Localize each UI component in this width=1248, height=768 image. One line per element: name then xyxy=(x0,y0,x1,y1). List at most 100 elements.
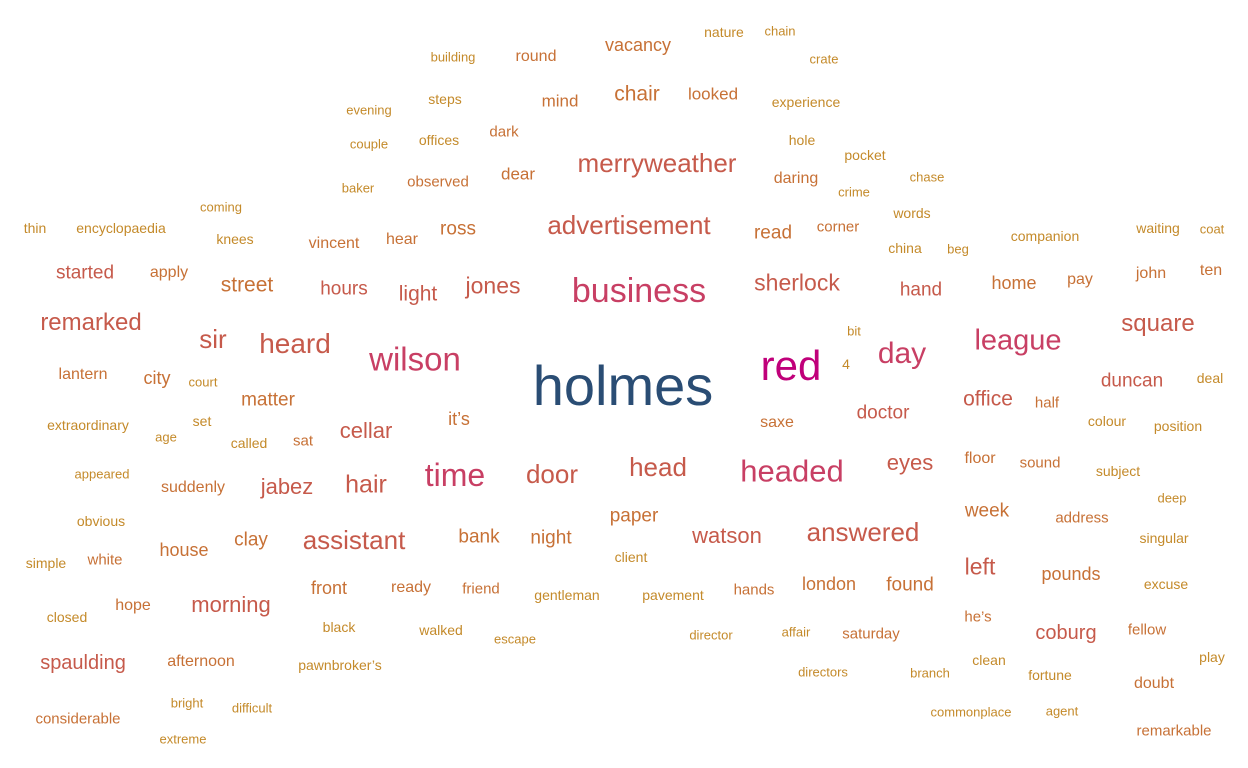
word-director: director xyxy=(689,627,733,643)
word-baker: baker xyxy=(341,180,375,196)
word-sat: sat xyxy=(292,432,314,450)
word-saturday: saturday xyxy=(842,625,900,643)
word-dark: dark xyxy=(489,123,519,141)
word-read: read xyxy=(753,222,793,244)
word-matter: matter xyxy=(241,389,295,411)
word-court: court xyxy=(188,374,218,390)
word-pay: pay xyxy=(1067,271,1093,288)
word-steps: steps xyxy=(428,91,462,107)
word-client: client xyxy=(614,549,648,565)
word-ten: ten xyxy=(1199,262,1223,279)
word-office: office xyxy=(963,387,1013,411)
word-coat: coat xyxy=(1199,221,1225,237)
word-watson: watson xyxy=(692,523,762,548)
word-light: light xyxy=(398,282,438,306)
word-colour: colour xyxy=(1087,413,1127,429)
word-left: left xyxy=(964,553,996,580)
word-sir: sir xyxy=(199,324,227,354)
word-london: london xyxy=(801,574,857,594)
word-deal: deal xyxy=(1196,370,1224,386)
word-chase: chase xyxy=(909,169,945,185)
word-age: age xyxy=(155,429,177,445)
word-floor: floor xyxy=(964,450,996,467)
word-extraordinary: extraordinary xyxy=(47,417,129,433)
word-play: play xyxy=(1199,649,1225,665)
word-chain: chain xyxy=(764,23,796,39)
word-assistant: assistant xyxy=(302,525,406,555)
word-affair: affair xyxy=(781,624,811,640)
word-fortune: fortune xyxy=(1028,667,1072,683)
word-remarked: remarked xyxy=(40,309,142,336)
word-wilson: wilson xyxy=(369,340,461,378)
word-nature: nature xyxy=(704,24,744,40)
word-directors: directors xyxy=(798,664,848,680)
word-its: it’s xyxy=(448,409,470,429)
word-gentleman: gentleman xyxy=(534,587,600,603)
word-obvious: obvious xyxy=(76,513,126,529)
word-head: head xyxy=(629,452,687,482)
word-beg: beg xyxy=(947,241,969,257)
word-answered: answered xyxy=(806,517,920,547)
word-square: square xyxy=(1121,310,1195,337)
word-encyclopaedia: encyclopaedia xyxy=(76,220,166,236)
word-singular: singular xyxy=(1139,530,1189,546)
word-crime: crime xyxy=(838,184,870,200)
word-front: front xyxy=(310,578,348,598)
word-hope: hope xyxy=(115,597,151,614)
word-home: home xyxy=(991,273,1037,293)
word-experience: experience xyxy=(771,94,841,110)
word-chair: chair xyxy=(614,82,660,106)
word-excuse: excuse xyxy=(1143,576,1189,592)
word-holmes: holmes xyxy=(532,354,714,417)
word-half: half xyxy=(1034,394,1060,412)
word-closed: closed xyxy=(46,609,88,625)
word-coburg: coburg xyxy=(1035,622,1097,644)
word-cellar: cellar xyxy=(339,418,393,443)
word-ross: ross xyxy=(440,218,476,240)
word-jones: jones xyxy=(465,272,521,299)
word-clay: clay xyxy=(234,529,268,551)
word-extreme: extreme xyxy=(159,731,207,747)
word-words: words xyxy=(893,205,931,221)
word-bit: bit xyxy=(847,323,861,339)
word-bright: bright xyxy=(170,695,204,711)
word-street: street xyxy=(220,273,274,297)
word-address: address xyxy=(1055,509,1109,527)
word-hole: hole xyxy=(788,132,816,148)
word-house: house xyxy=(159,540,209,560)
word-offices: offices xyxy=(418,132,460,148)
word-bank: bank xyxy=(458,526,500,548)
word-eyes: eyes xyxy=(886,450,934,475)
word-friend: friend xyxy=(462,580,500,598)
word-agent: agent xyxy=(1045,703,1079,719)
word-spaulding: spaulding xyxy=(40,652,126,674)
word-dear: dear xyxy=(500,164,536,184)
word-appeared: appeared xyxy=(74,466,130,482)
word-china: china xyxy=(888,240,922,256)
word-branch: branch xyxy=(910,665,950,681)
word-duncan: duncan xyxy=(1100,370,1164,392)
word-night: night xyxy=(530,527,572,549)
word-companion: companion xyxy=(1010,228,1080,244)
word-merryweather: merryweather xyxy=(577,148,737,178)
word-vacancy: vacancy xyxy=(604,35,672,55)
word-heard: heard xyxy=(259,328,331,359)
word-daring: daring xyxy=(773,170,819,187)
word-remarkable: remarkable xyxy=(1136,722,1212,740)
word-knees: knees xyxy=(216,231,254,247)
word-pavement: pavement xyxy=(642,587,704,603)
word-headed: headed xyxy=(740,453,844,489)
word-coming: coming xyxy=(200,199,242,215)
word-set: set xyxy=(192,413,212,429)
word-black: black xyxy=(322,619,356,635)
word-deep: deep xyxy=(1157,490,1187,506)
word-4: 4 xyxy=(842,356,850,372)
word-sound: sound xyxy=(1019,454,1061,472)
word-paper: paper xyxy=(609,505,659,527)
word-found: found xyxy=(886,574,934,596)
word-week: week xyxy=(964,500,1010,522)
word-advertisement: advertisement xyxy=(547,210,711,240)
word-white: white xyxy=(87,551,123,569)
word-hours: hours xyxy=(320,278,368,300)
